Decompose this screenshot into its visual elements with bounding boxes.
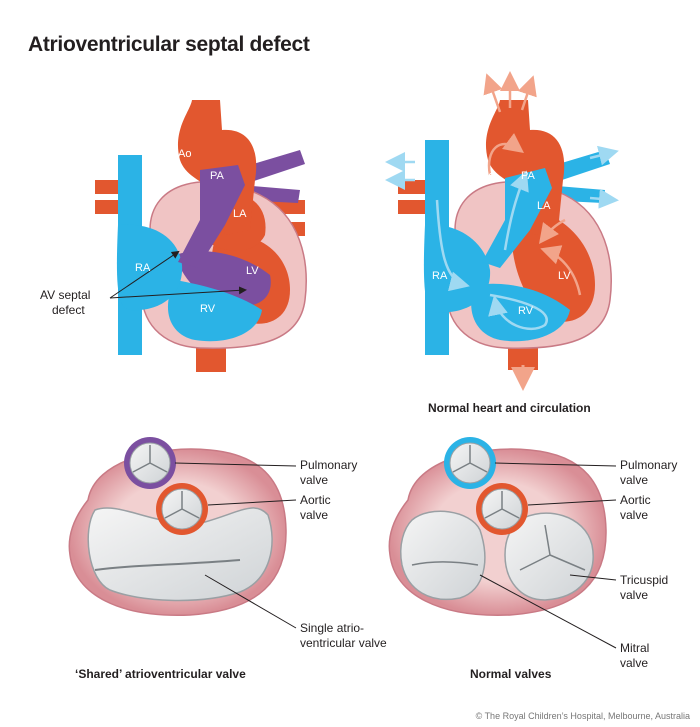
pointer-pulmonary-shared [174,462,297,467]
pointer-tricuspid [569,574,617,581]
label-pa-normal: PA [521,170,535,182]
pulmonary-artery [178,165,245,268]
label-rv-normal: RV [518,305,534,317]
label-ao-normal: Ao [481,170,495,182]
label-aortic-normal: Aortic valve [620,493,651,523]
label-aortic-shared-line2: valve [300,508,329,522]
tricuspid-cusps [519,524,586,571]
label-pulmonary-normal-line1: Pulmonary [620,458,678,472]
label-pa: PA [210,170,224,182]
normal-heart-caption: Normal heart and circulation [428,401,591,415]
label-lv: LV [246,265,259,277]
label-mitral: Mitral valve [620,641,649,671]
label-la: LA [233,208,247,220]
aortic-cusps-normal [484,491,520,519]
pulmonary-cusps [132,445,168,473]
label-la-normal: LA [537,200,551,212]
label-aortic-normal-line2: valve [620,508,649,522]
right-atrium-normal [423,224,491,313]
label-pulmonary-normal-line2: valve [620,473,649,487]
pointer-pulmonary-normal [494,462,617,467]
defect-pointer-upper [109,250,180,299]
label-tricuspid-line2: valve [620,588,649,602]
label-tricuspid-line1: Tricuspid [620,573,669,587]
copyright: © The Royal Children’s Hospital, Melbour… [475,711,690,721]
pointer-mitral [479,574,617,649]
red-flow-arrows [483,71,582,296]
shared-valve-caption: ‘Shared’ atrioventricular valve [75,667,246,681]
right-atrium [116,224,183,311]
label-pulmonary-shared: Pulmonary valve [300,458,357,488]
valve-coaptation-line [94,559,241,571]
normal-valves-caption: Normal valves [470,667,552,681]
label-pulmonary-shared-line2: valve [300,473,329,487]
label-lv-normal: LV [558,270,571,282]
label-tricuspid: Tricuspid valve [620,573,668,603]
normal-heart [385,71,619,391]
pointer-single-valve [204,574,297,629]
defect-pointer-lower [109,286,247,299]
blue-flow-arrows [385,145,619,331]
label-ra-normal: RA [432,270,448,282]
tricuspid-valve [504,512,594,601]
page-title: Atrioventricular septal defect [28,33,310,56]
label-single-valve-line1: Single atrio- [300,621,365,635]
aortic-cusps [164,491,200,519]
label-ra: RA [135,262,151,274]
label-aortic-shared: Aortic valve [300,493,331,523]
defect-heart [95,100,307,372]
label-ao: Ao [178,148,192,160]
label-aortic-normal-line1: Aortic [620,493,651,507]
label-single-valve-line2: ventricular valve [300,636,387,650]
defect-label-line2: defect [52,303,85,317]
label-pulmonary-shared-line1: Pulmonary [300,458,358,472]
label-single-valve: Single atrio- ventricular valve [300,621,387,651]
label-aortic-shared-line1: Aortic [300,493,331,507]
mitral-closure-line [411,561,479,566]
label-mitral-line1: Mitral [620,641,650,655]
label-rv: RV [200,303,216,315]
pulmonary-artery-normal [482,168,552,268]
normal-valves-diagram [388,437,617,649]
right-ventricle [167,280,262,342]
shared-valve-diagram [68,437,297,629]
defect-label-line1: AV septal [40,288,91,302]
pointer-aortic-shared [207,499,297,506]
label-pulmonary-normal: Pulmonary valve [620,458,677,488]
label-mitral-line2: valve [620,656,649,670]
pulmonary-cusps-normal [452,445,488,473]
defect-label: AV septal defect [40,288,90,318]
pointer-aortic-normal [527,499,617,506]
mitral-valve [400,510,486,601]
